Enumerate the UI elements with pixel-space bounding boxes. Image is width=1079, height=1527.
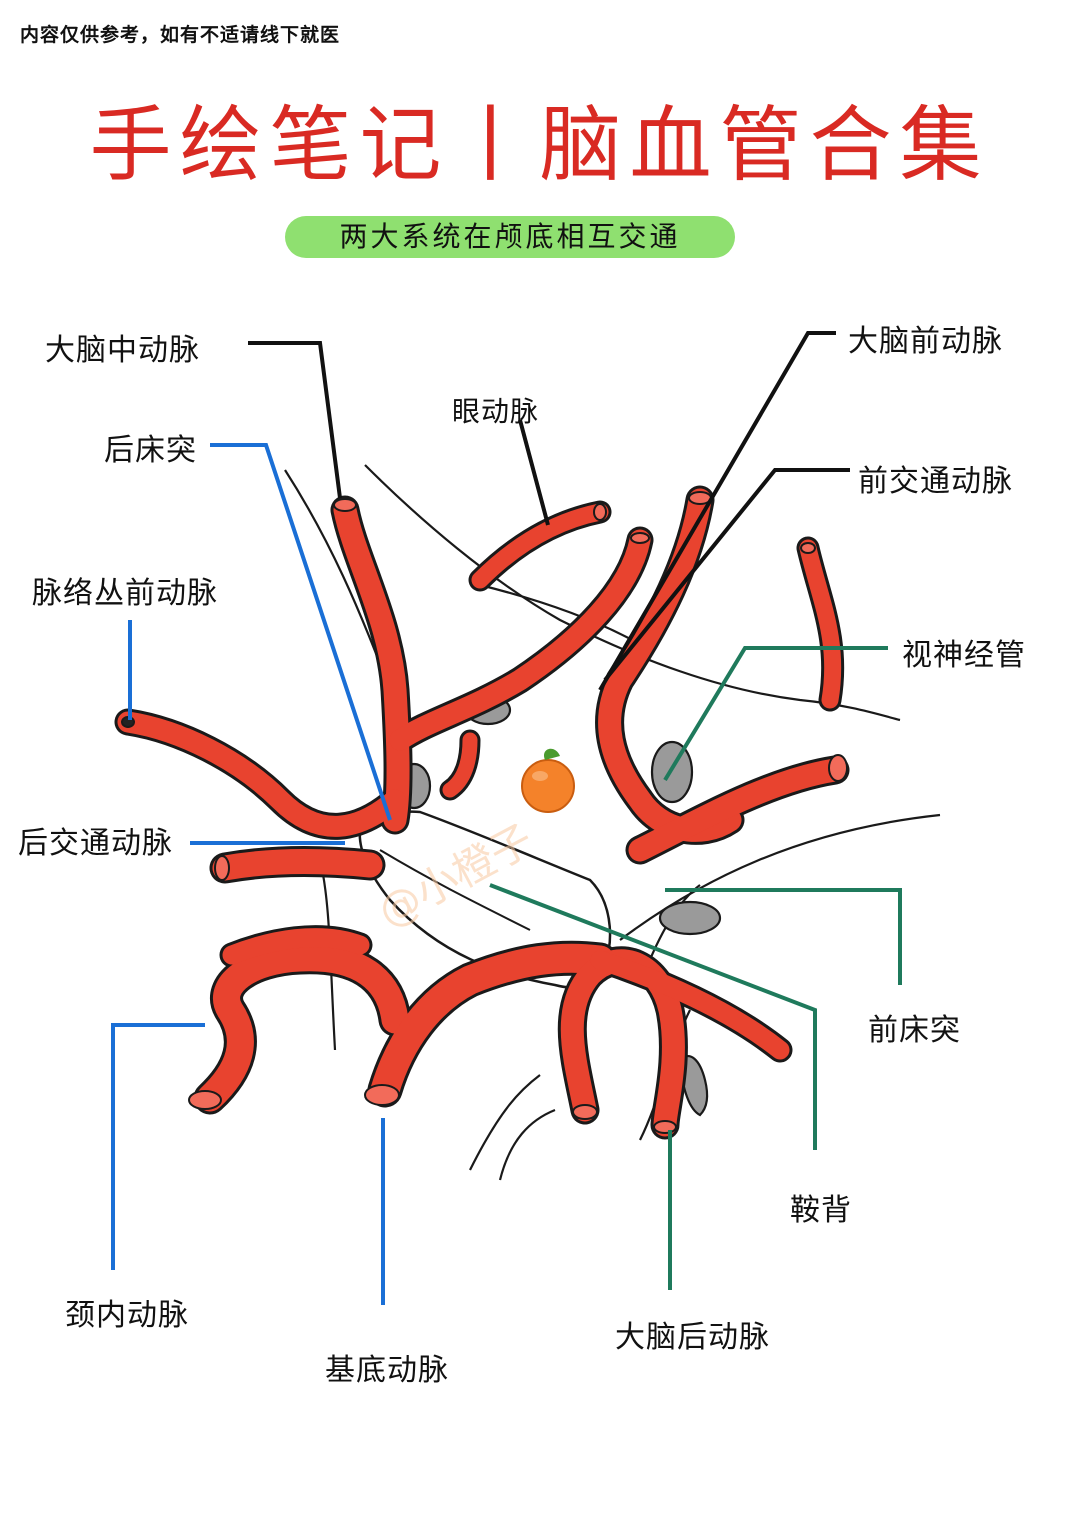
right-upper-branch <box>808 548 833 700</box>
anterior-clinoid-process <box>660 902 720 934</box>
label-anterior-choroidal-artery: 脉络丛前动脉 <box>32 568 218 612</box>
leader-ica <box>113 1025 205 1270</box>
label-basilar-artery: 基底动脉 <box>325 1345 449 1389</box>
label-anterior-clinoid: 前床突 <box>868 1005 961 1049</box>
right-pca-branch <box>600 960 780 1050</box>
posterior-communicating-artery <box>225 862 370 868</box>
label-middle-cerebral-artery: 大脑中动脉 <box>45 325 200 369</box>
label-optic-canal: 视神经管 <box>902 630 1026 674</box>
label-internal-carotid-artery: 颈内动脉 <box>65 1290 189 1334</box>
internal-carotid-artery <box>210 958 395 1098</box>
label-posterior-clinoid: 后床突 <box>104 425 197 469</box>
artery-network <box>122 492 847 1133</box>
label-ophthalmic-artery: 眼动脉 <box>452 390 539 430</box>
label-anterior-cerebral-artery: 大脑前动脉 <box>848 316 1003 360</box>
label-posterior-communicating-artery: 后交通动脉 <box>18 818 173 862</box>
leader-mca <box>248 343 340 498</box>
orange-emoji-icon <box>522 749 574 812</box>
leader-optic-canal <box>665 648 888 780</box>
leader-ophthalmic <box>520 420 548 525</box>
label-anterior-communicating-artery: 前交通动脉 <box>858 456 1013 500</box>
label-posterior-cerebral-artery: 大脑后动脉 <box>615 1312 770 1356</box>
label-dorsum-sellae: 鞍背 <box>790 1185 852 1229</box>
